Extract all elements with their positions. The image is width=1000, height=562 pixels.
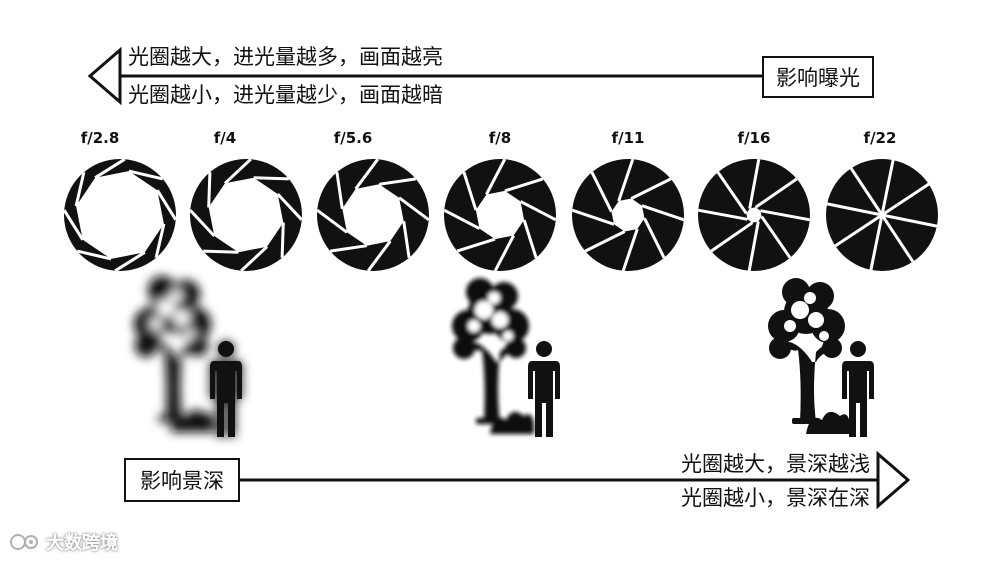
watermark: 大数跨境 bbox=[8, 528, 118, 556]
dof-text-top: 光圈越大，景深越浅 bbox=[681, 454, 870, 475]
medium-dof-scene bbox=[452, 278, 534, 434]
deep-dof-scene bbox=[768, 278, 874, 437]
camera-logo-icon bbox=[8, 531, 42, 553]
dof-label-box: 影响景深 bbox=[124, 458, 240, 502]
shallow-dof-person bbox=[210, 341, 242, 437]
watermark-text: 大数跨境 bbox=[46, 529, 118, 555]
dof-text-bottom: 光圈越小，景深在深 bbox=[681, 488, 870, 509]
